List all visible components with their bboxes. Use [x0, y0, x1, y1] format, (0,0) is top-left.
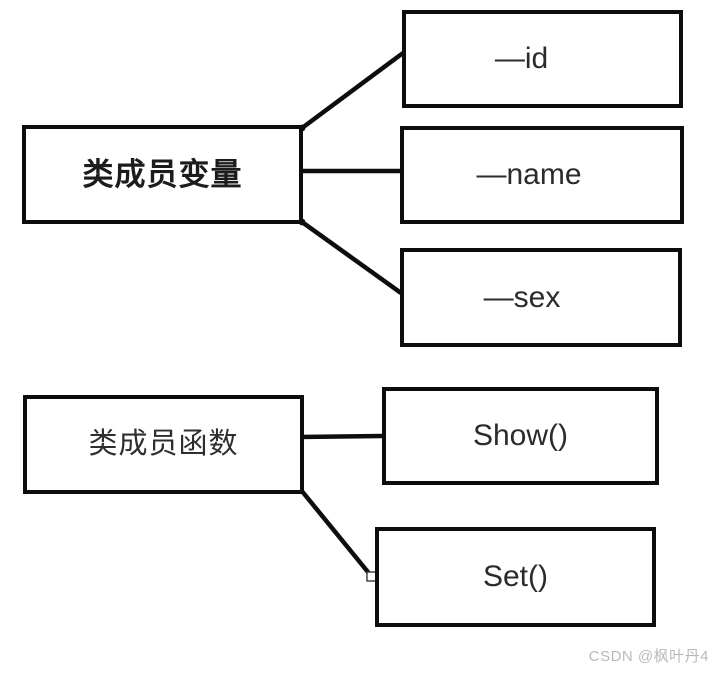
connector-func-to-set	[299, 488, 374, 579]
csdn-watermark: CSDN @枫叶丹4	[588, 648, 709, 665]
box-function-show: Show()	[382, 387, 659, 485]
box-variable-id: —id	[402, 10, 683, 108]
box-class-member-variables-label: 类成员变量	[82, 157, 243, 192]
connector-func-to-show	[297, 433, 387, 440]
box-class-member-functions: 类成员函数	[23, 395, 304, 494]
box-variable-sex: —sex	[400, 248, 682, 347]
connector-var-to-id	[300, 51, 405, 130]
box-class-member-variables: 类成员变量	[22, 125, 303, 224]
box-variable-name: —name	[400, 126, 684, 224]
box-function-set-label: Set()	[482, 560, 548, 593]
box-class-member-functions-label: 类成员函数	[88, 428, 239, 460]
box-function-set: Set()	[375, 527, 656, 627]
box-function-show-label: Show()	[472, 419, 569, 452]
box-variable-id-label: —id	[494, 42, 549, 75]
box-variable-sex-label: —sex	[483, 280, 561, 314]
connector-var-to-sex	[300, 220, 403, 295]
box-variable-name-label: —name	[476, 158, 582, 191]
